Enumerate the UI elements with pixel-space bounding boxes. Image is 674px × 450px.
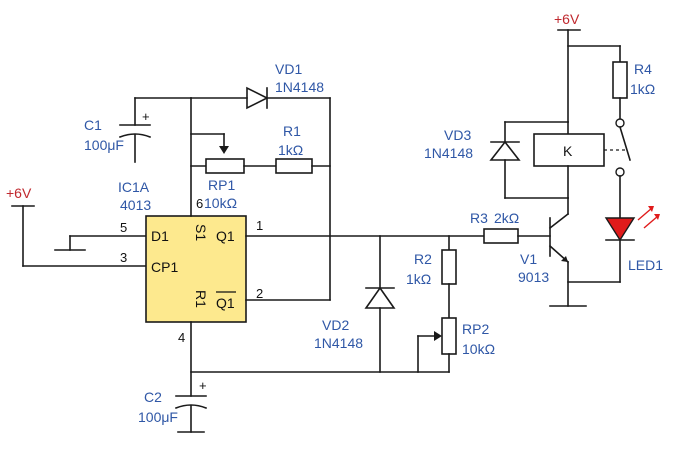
led-led1 [567, 206, 660, 283]
ic-pin-d1-label: D1 [151, 228, 169, 244]
pin-number-1: 1 [256, 218, 263, 233]
pin-number-3: 3 [120, 250, 127, 265]
c2-ref: C2 [144, 389, 162, 405]
rp2-ref: RP2 [462, 321, 489, 337]
svg-text:+: + [142, 109, 150, 124]
vcc-right-label: +6V [554, 11, 580, 27]
ic-pin-cp1-label: CP1 [151, 259, 178, 275]
vcc-left-symbol [11, 205, 147, 267]
r1-value: 1kΩ [278, 142, 303, 158]
vd3-ref: VD3 [444, 127, 471, 143]
pin-number-2: 2 [256, 286, 263, 301]
rp2-value: 10kΩ [462, 341, 495, 357]
ic-pin-s1-label: S1 [193, 224, 209, 241]
r4-value: 1kΩ [630, 81, 655, 97]
r3-ref: R3 [470, 210, 488, 226]
r2-ref: R2 [414, 251, 432, 267]
resistor-r2 [441, 235, 457, 319]
ic-pin-q1bar-label: Q1 [216, 295, 235, 311]
transistor-v1 [548, 197, 587, 307]
vd1-value: 1N4148 [275, 79, 324, 95]
r1-ref: R1 [283, 123, 301, 139]
r2-value: 1kΩ [406, 271, 431, 287]
vd2-ref: VD2 [322, 317, 349, 333]
led1-ref: LED1 [628, 257, 663, 273]
d1-ground-stub [54, 235, 147, 251]
diode-vd3 [489, 121, 569, 199]
pin-number-4: 4 [178, 330, 185, 345]
svg-text:+: + [199, 378, 207, 393]
rp1-ref: RP1 [208, 177, 235, 193]
vd2-value: 1N4148 [314, 335, 363, 351]
ic-4013-body [145, 215, 247, 323]
relay-contact-switch [604, 118, 631, 219]
r4-ref: R4 [634, 61, 652, 77]
relay-coil-k [533, 121, 605, 199]
vcc-right-symbol [557, 29, 621, 123]
resistor-r4 [612, 61, 628, 119]
resistor-r1 [275, 158, 331, 174]
r3-value: 2kΩ [494, 210, 519, 226]
ic-name-label: IC1A [118, 179, 150, 195]
resistor-r3 [483, 228, 551, 244]
relay-k-label: K [563, 143, 573, 159]
diode-vd1 [190, 86, 331, 110]
v1-ref: V1 [520, 251, 537, 267]
vd1-ref: VD1 [275, 61, 302, 77]
c1-ref: C1 [84, 117, 102, 133]
capacitor-c2: + [174, 378, 208, 433]
vcc-left-label: +6V [6, 185, 32, 201]
vd3-value: 1N4148 [424, 145, 473, 161]
ic-part-label: 4013 [120, 197, 151, 213]
potentiometer-rp2 [417, 317, 457, 373]
v1-value: 9013 [518, 269, 549, 285]
ic-pin-q1-label: Q1 [216, 228, 235, 244]
rp1-value: 10kΩ [204, 195, 237, 211]
c1-value: 100μF [84, 137, 124, 153]
capacitor-c1: + [118, 97, 192, 163]
pin-number-5: 5 [120, 220, 127, 235]
pin-number-6: 6 [196, 196, 203, 211]
diode-vd2 [364, 235, 396, 373]
c2-value: 100μF [138, 409, 178, 425]
ic-pin-r1-label: R1 [193, 290, 209, 308]
potentiometer-rp1 [190, 133, 277, 174]
